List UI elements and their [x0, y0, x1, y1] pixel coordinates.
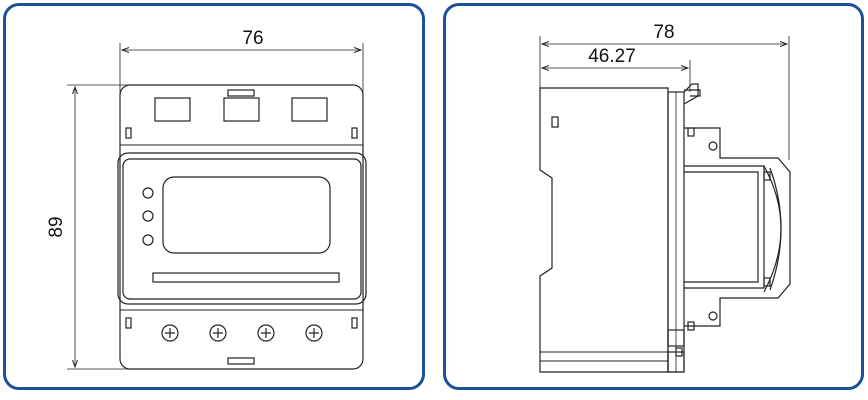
- terminal-screw-head: [687, 127, 695, 137]
- height-dimension-label: 89: [46, 216, 67, 237]
- top-terminal-window-right: [291, 97, 328, 122]
- label-slot: [152, 272, 340, 283]
- overall-depth-dimension-line: [539, 36, 790, 160]
- front-cover-inner: [122, 158, 362, 300]
- bottom-clip: [227, 357, 255, 365]
- circle-plus-icon: [161, 324, 179, 342]
- meter-body-outline: [119, 84, 364, 370]
- circle-plus-icon: [305, 324, 323, 342]
- cover-frame: [684, 165, 765, 289]
- width-dimension-line: [119, 43, 364, 92]
- terminal-screw: [708, 311, 718, 321]
- side-notch: [125, 127, 132, 139]
- top-pin: [684, 89, 701, 97]
- terminal-screw: [708, 141, 718, 151]
- height-dimension-line: [67, 84, 130, 370]
- bottom-clip-side: [675, 347, 683, 357]
- status-led: [142, 234, 154, 246]
- upper-terminal-bracket: [684, 127, 791, 327]
- side-view-drawing: [539, 36, 791, 373]
- overall-depth-dimension-label: 78: [653, 22, 674, 43]
- cover-latch: [763, 171, 771, 181]
- side-notch: [125, 317, 132, 329]
- status-led: [142, 187, 154, 199]
- terminal-screw-head: [687, 321, 695, 331]
- cover-frame-inner: [684, 171, 759, 283]
- curved-cover: [763, 165, 782, 293]
- top-terminal-window-center: [223, 97, 260, 122]
- side-notch: [351, 127, 358, 139]
- curved-cover-inner: [769, 167, 782, 291]
- circle-plus-icon: [257, 324, 275, 342]
- lcd-display-window: [162, 176, 331, 254]
- body-depth-dimension-label: 46.27: [588, 46, 636, 67]
- front-cover-outer: [117, 152, 367, 305]
- top-terminal-window-left: [154, 97, 191, 122]
- circle-plus-icon: [209, 324, 227, 342]
- top-terminal-tab: [683, 83, 699, 105]
- cover-latch: [763, 277, 771, 287]
- side-body-outline: [539, 87, 669, 373]
- status-led: [142, 210, 154, 222]
- width-dimension-label: 76: [242, 28, 263, 49]
- side-notch: [351, 317, 358, 329]
- top-clip: [227, 89, 255, 97]
- mounting-tab: [551, 116, 559, 128]
- front-view-drawing: [67, 43, 367, 370]
- lower-terminal-block: [667, 329, 685, 347]
